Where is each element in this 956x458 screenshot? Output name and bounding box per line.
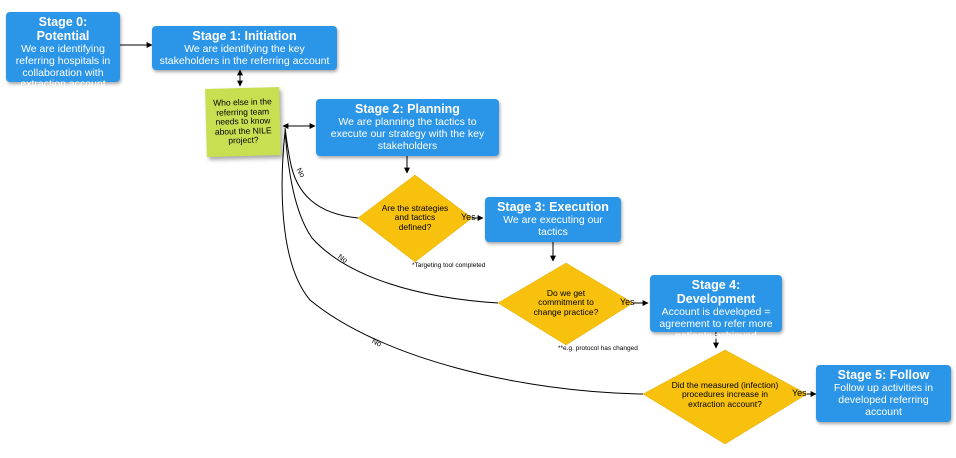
decision-1-text: Are the strategies and tactics defined? — [381, 202, 449, 232]
decision-2-diamond — [497, 262, 634, 346]
stage-4-desc: Account is developed = agreement to refe… — [659, 306, 773, 342]
yes-label-3: Yes — [792, 388, 807, 398]
note-targeting-tool: *Targeting tool completed — [412, 262, 486, 269]
stage-5-box: Stage 5: Follow Follow up activities in … — [816, 365, 951, 422]
stage-4-title: Stage 4: Development — [676, 278, 756, 306]
stage-1-title: Stage 1: Initiation — [192, 29, 297, 43]
stage-2-title: Stage 2: Planning — [355, 102, 460, 116]
no-curve-d2 — [284, 129, 499, 304]
stage-0-box: Stage 0: Potential We are identifying re… — [6, 12, 120, 90]
stage-3-box: Stage 3: Execution We are executing our … — [485, 197, 621, 242]
stage-2-desc: We are planning the tactics to execute o… — [330, 116, 485, 152]
yes-label-2: Yes — [620, 297, 635, 307]
stage-1-box: Stage 1: Initiation We are identifying t… — [152, 26, 337, 70]
stage-0-title: Stage 0: Potential — [36, 15, 90, 43]
stage-1-desc: We are identifying the key stakeholders … — [159, 43, 330, 67]
yes-label-1: Yes — [461, 212, 476, 222]
decision-3-diamond — [642, 349, 808, 445]
stage-4-box: Stage 4: Development Account is develope… — [650, 275, 782, 341]
no-curve-d1 — [284, 127, 359, 219]
no-curve-d3 — [281, 131, 644, 395]
stage-5-desc: Follow up activities in developed referr… — [833, 382, 934, 418]
note-protocol-changed: **e.g. protocol has changed — [558, 345, 638, 352]
stage-3-title: Stage 3: Execution — [497, 200, 609, 214]
stage-5-title: Stage 5: Follow — [837, 368, 930, 382]
stage-0-desc: We are identifying referring hospitals i… — [15, 43, 111, 91]
decision-1-diamond — [357, 174, 473, 263]
decision-3-text: Did the measured (infection) procedures … — [671, 379, 779, 409]
stage-3-desc: We are executing our tactics — [503, 214, 603, 238]
stage-2-box: Stage 2: Planning We are planning the ta… — [316, 99, 499, 156]
decision-2-text: Do we get commitment to change practice? — [533, 287, 599, 317]
